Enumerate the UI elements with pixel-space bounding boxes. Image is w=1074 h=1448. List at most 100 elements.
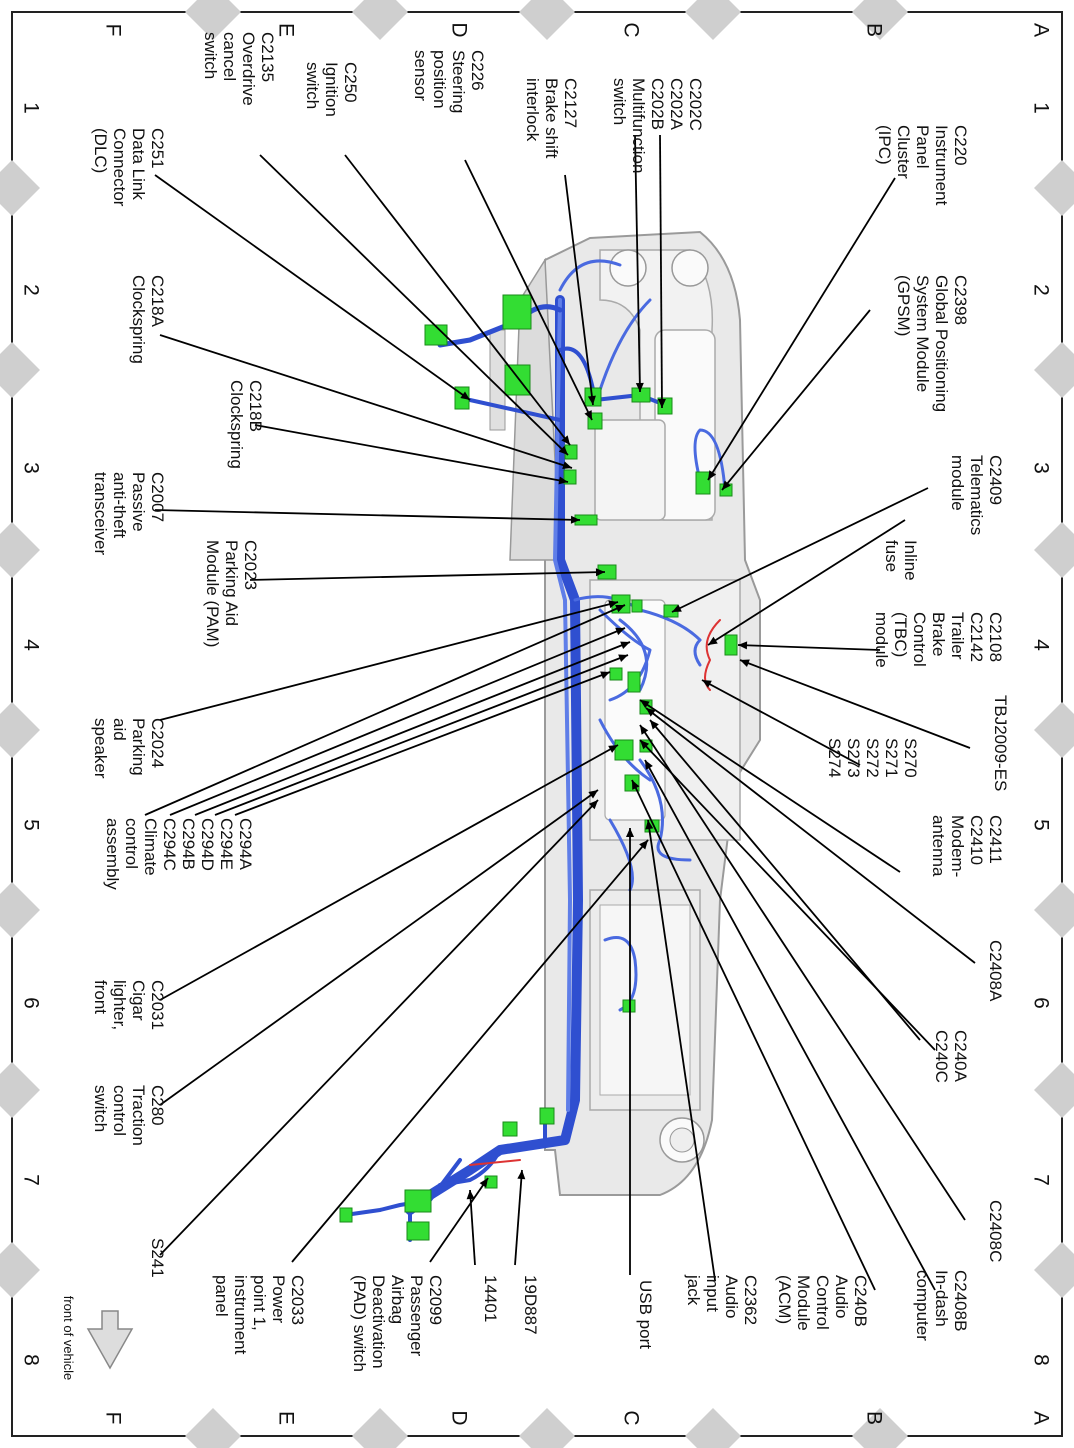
label-line: In-dash [932,1270,951,1327]
arrowhead-icon [672,604,682,612]
label-line: Clockspring [227,380,246,469]
arrowhead-icon [646,708,656,717]
arrowhead-icon [517,1170,526,1180]
label-line: System Module [913,275,932,392]
border-diamond-b1 [352,1408,408,1448]
arrowhead-icon [558,445,568,455]
arrowhead-icon [620,641,630,650]
label-line: C2024 [148,718,167,768]
label-line: Airbag [388,1275,407,1324]
label-line: C294C [160,818,179,871]
label-line: Connector [110,128,129,207]
leader-line-1 [721,309,871,491]
label-line: C2410 [967,815,986,865]
label-line: Modem- [948,815,967,877]
arrowhead-icon [584,410,592,420]
arrowhead-icon [588,790,598,799]
grid-col-5-right: 5 [1029,819,1052,831]
border-diamond-t4 [852,0,908,40]
arrowhead-icon [615,627,625,636]
label-p14401: 14401 [481,1275,500,1322]
grid-col-1-right: 1 [1029,102,1052,114]
border-diamond-b0 [185,1408,241,1448]
leader-line-27 [159,601,619,721]
leader-line-6 [701,679,861,766]
label-line: C2408C [986,1200,1005,1262]
label-line: USB port [636,1280,655,1349]
label-line: Control [910,612,929,667]
component-labels: C220InstrumentPanelCluster(IPC)C2398Glob… [91,32,1010,1372]
grid-col-2-left: 2 [19,284,42,296]
leader-line-24 [254,424,569,483]
label-line: C220 [951,125,970,166]
label-line: input [703,1275,722,1312]
label-tbj: TBJ2009-ES [991,695,1010,791]
border-diamond-r1 [1034,342,1074,398]
label-line: control [110,1085,129,1136]
border-diamond-t2 [519,0,575,40]
label-line: instrument [231,1275,250,1355]
label-line: switch [201,32,220,79]
label-line: Ignition [322,62,341,117]
label-line: TBJ2009-ES [991,695,1010,791]
grid-row-A-bottom: A [1029,1411,1052,1425]
grid-row-D-bottom: D [447,1410,470,1425]
connectors [339,294,738,1241]
leader-line-10 [639,739,936,1051]
label-line: Telematics [967,455,986,535]
label-line: C2108 [986,612,1005,662]
arrowhead-icon [635,382,644,392]
label-line: C251 [148,128,167,169]
arrowhead-icon [640,740,650,750]
label-line: Panel [913,125,932,168]
front-arrow-icon [86,1310,134,1370]
label-line: C2023 [241,540,260,590]
leader-line-16 [659,134,663,409]
label-p19d887: 19D887 [521,1275,540,1335]
arrowhead-icon [640,700,650,709]
label-line: anti-theft [110,472,129,538]
border-diamond-l6 [0,1242,40,1298]
label-line: Control [813,1275,832,1330]
leader-line-14 [647,819,716,1281]
border-diamond-t0 [185,0,241,40]
label-line: (GPSM) [894,275,913,336]
leader-line-4 [737,644,881,651]
leader-line-35 [159,799,599,1256]
leader-line-36 [291,839,649,1263]
grid-row-E-bottom: E [274,1411,297,1425]
leader-line-23 [159,334,573,469]
label-line: aid [110,718,129,741]
label-line: transceiver [91,472,110,555]
label-line: C250 [341,62,360,103]
label-line: Module (PAM) [203,540,222,647]
label-line: Cigar [129,980,148,1021]
label-line: Global Positioning [932,275,951,412]
arrowhead-icon [708,636,718,645]
label-line: panel [212,1275,231,1317]
label-line: front [91,980,110,1014]
label-line: C240C [932,1030,951,1083]
leader-line-20 [344,154,571,446]
arrowhead-icon [558,476,568,485]
label-line: switch [610,78,629,125]
leader-line-34 [159,789,599,1106]
label-line: C240B [851,1275,870,1327]
label-line: Audio [722,1275,741,1318]
border-diamond-t1 [352,0,408,40]
label-line: C2135 [258,32,277,82]
leader-line-19 [464,159,593,421]
label-line: Parking Aid [222,540,241,626]
border-diamond-r5 [1034,1062,1074,1118]
